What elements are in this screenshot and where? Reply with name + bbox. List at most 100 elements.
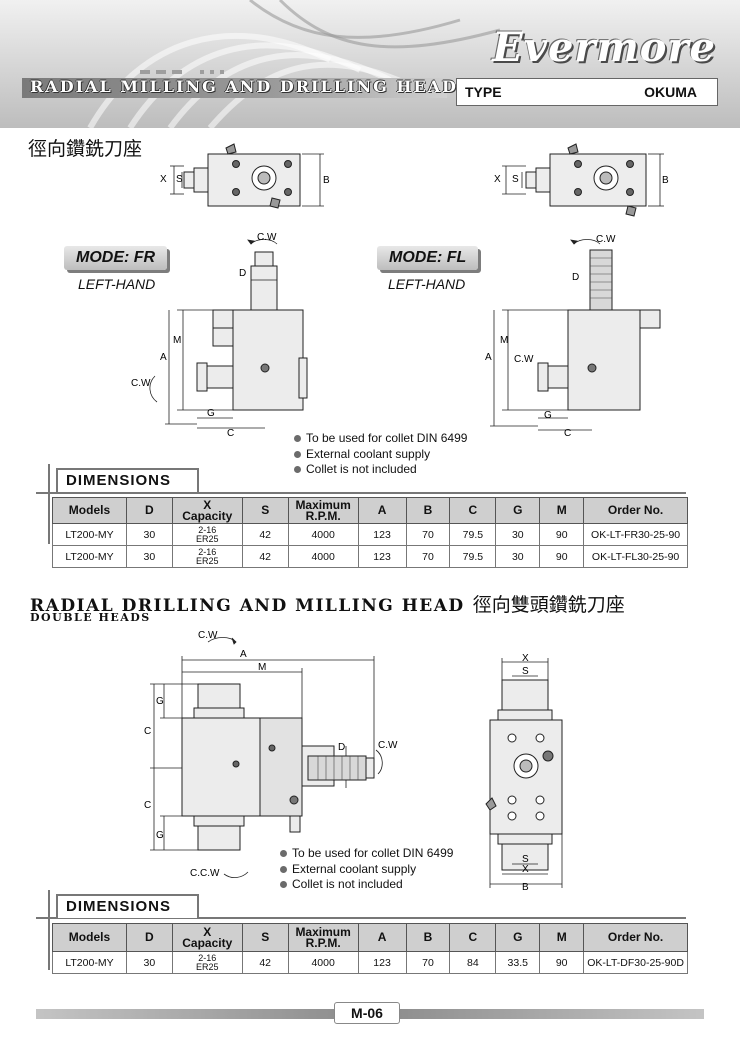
dh-cw-top: C.W: [198, 630, 218, 641]
th-models: Models: [52, 923, 127, 952]
cell-g: 33.5: [495, 951, 541, 974]
dh-g-bottom: G: [156, 830, 164, 841]
brand-logo: Evermore: [492, 24, 716, 71]
th-capacity-label: Capacity: [182, 508, 233, 523]
dim1-vrule: [48, 464, 50, 544]
dh-c-top: C: [144, 726, 151, 737]
cell-d: 30: [125, 951, 173, 974]
fr-top-s-label: S: [176, 174, 183, 185]
fl-side-d-label: D: [572, 272, 579, 283]
th-x: X: [203, 497, 212, 512]
fl-side-g-label: G: [544, 410, 552, 421]
th-d: D: [125, 923, 173, 952]
section2-notes: To be used for collet DIN 6499 External …: [278, 846, 453, 893]
header-banner: Evermore: [0, 0, 740, 128]
cell-model: LT200-MY: [52, 545, 127, 568]
dh-end-s-top: S: [522, 666, 529, 677]
th-x: X: [203, 924, 212, 939]
fl-side-a-label: A: [485, 352, 492, 363]
page-number: M-06: [334, 1002, 400, 1024]
cell-b: 70: [405, 523, 451, 546]
type-label: TYPE: [465, 84, 502, 100]
th-order: Order No.: [583, 497, 688, 524]
dh-cw-right: C.W: [378, 740, 398, 751]
cell-rpm: 4000: [287, 545, 359, 568]
th-capacity-label: Capacity: [182, 935, 233, 950]
cell-rpm: 4000: [287, 951, 359, 974]
fl-side-c-label: C: [564, 428, 571, 438]
cell-order: OK-LT-FR30-25-90: [583, 523, 688, 546]
mode-fl-badge: MODE: FL: [377, 246, 479, 270]
fr-side-g-label: G: [207, 408, 215, 419]
cell-order: OK-LT-FL30-25-90: [583, 545, 688, 568]
th-s: S: [241, 497, 289, 524]
th-rpm-label: R.P.M.: [305, 508, 341, 523]
note-coolant: External coolant supply: [292, 447, 467, 463]
th-b: B: [405, 923, 451, 952]
cell-model: LT200-MY: [52, 951, 127, 974]
dh-c-bottom: C: [144, 800, 151, 811]
th-b: B: [405, 497, 451, 524]
cell-c: 79.5: [449, 545, 497, 568]
th-g: G: [495, 923, 541, 952]
fr-side-d-label: D: [239, 268, 246, 279]
th-m: M: [539, 497, 585, 524]
cell-b: 70: [405, 545, 451, 568]
dim2-rule: [36, 917, 686, 919]
section1-chinese-title: 徑向鑽銑刀座: [28, 138, 143, 160]
dh-a-label: A: [240, 649, 247, 660]
fr-side-c-label: C: [227, 428, 234, 436]
dh-g-top: G: [156, 696, 164, 707]
fl-top-view-drawing: X S B: [494, 143, 669, 217]
fl-side-cw-left: C.W: [514, 354, 534, 365]
cell-cap-range: 2-16: [198, 524, 217, 535]
fr-side-a-label: A: [160, 352, 167, 363]
th-order: Order No.: [583, 923, 688, 952]
th-c: C: [449, 497, 497, 524]
note-collet: To be used for collet DIN 6499: [278, 846, 453, 862]
th-m: M: [539, 923, 585, 952]
mode-fr-badge: MODE: FR: [64, 246, 168, 270]
cell-s: 42: [241, 545, 289, 568]
th-c: C: [449, 923, 497, 952]
title-band: [22, 78, 447, 98]
fr-top-x-label: X: [160, 174, 167, 185]
th-models: Models: [52, 497, 127, 524]
section1-notes: To be used for collet DIN 6499 External …: [292, 431, 467, 478]
dh-end-x-top: X: [522, 653, 529, 664]
type-value: OKUMA: [644, 84, 697, 100]
fr-side-cw-top: C.W: [257, 232, 277, 243]
dim1-title: DIMENSIONS: [56, 468, 200, 492]
fl-hand-label: LEFT-HAND: [388, 276, 466, 292]
th-rpm-label: R.P.M.: [305, 935, 341, 950]
cell-b: 70: [405, 951, 451, 974]
th-g: G: [495, 497, 541, 524]
note-collet: To be used for collet DIN 6499: [292, 431, 467, 447]
double-head-front-drawing: C.W A M G C C G D C.W C.C.W: [144, 630, 398, 879]
cell-cap-range: 2-16: [198, 952, 217, 963]
fr-side-m-label: M: [173, 335, 181, 346]
cell-cap-collet: ER25: [196, 555, 219, 566]
dim1-rule: [36, 492, 686, 494]
double-head-end-drawing: X S S X B: [485, 653, 563, 890]
fl-side-cw-top: C.W: [596, 234, 616, 245]
note-collet-not-included: Collet is not included: [278, 877, 453, 893]
note-collet-not-included: Collet is not included: [292, 462, 467, 478]
cell-m: 90: [539, 523, 585, 546]
fr-top-view-drawing: X S B: [160, 143, 330, 209]
dh-d-label: D: [338, 742, 345, 753]
cell-a: 123: [357, 951, 407, 974]
dh-ccw-label: C.C.W: [190, 868, 220, 879]
